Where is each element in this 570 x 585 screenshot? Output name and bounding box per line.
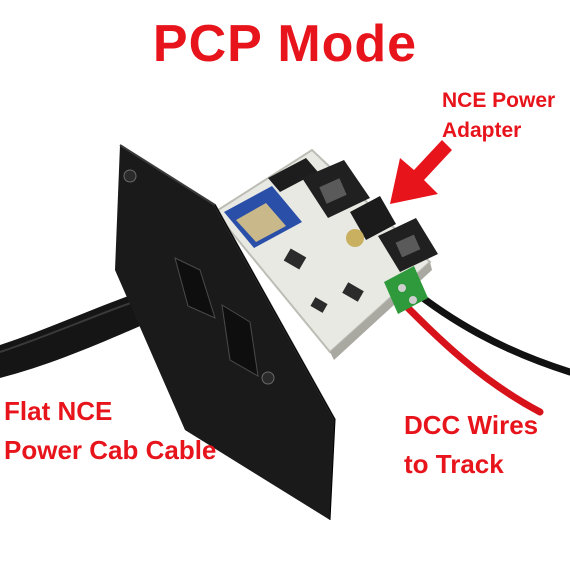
flat-cable-label-line2: Power Cab Cable <box>4 435 217 465</box>
page-title: PCP Mode <box>152 15 418 73</box>
dcc-wires-label: DCC Wires to Track <box>404 406 538 484</box>
nce-power-adapter-label-line2: Adapter <box>442 119 522 142</box>
flat-cable-label: Flat NCE Power Cab Cable <box>4 392 216 470</box>
flat-cable-label-line1: Flat NCE <box>4 396 113 426</box>
pin-header <box>268 158 318 192</box>
red-arrow-icon <box>390 140 452 204</box>
nce-power-adapter-label: NCE Power Adapter <box>442 86 555 146</box>
terminal-block <box>384 266 428 314</box>
circuit-board <box>213 148 438 360</box>
chip <box>283 248 307 270</box>
dcc-wires-label-line2: to Track <box>404 449 504 479</box>
power-jack <box>350 196 396 240</box>
nce-power-adapter-label-line1: NCE Power <box>442 89 556 112</box>
mounting-panel <box>115 144 336 521</box>
dcc-wires <box>396 284 570 416</box>
dcc-wires-label-line1: DCC Wires <box>404 410 539 440</box>
